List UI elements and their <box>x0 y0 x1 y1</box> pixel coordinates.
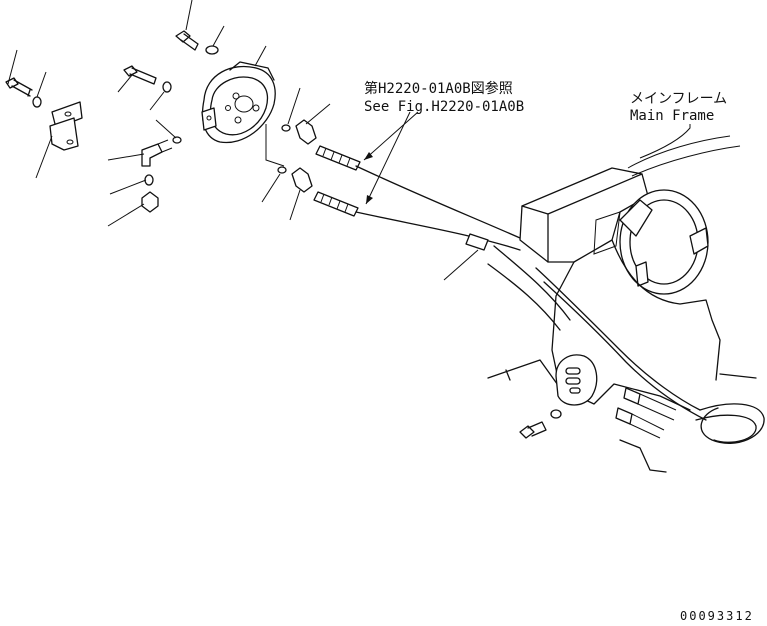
bracket-bolt <box>5 77 33 97</box>
leader-side-washer <box>149 91 165 111</box>
drawing-number: 00093312 <box>680 609 754 623</box>
hose-end-lower <box>313 191 359 217</box>
hose-lines <box>355 165 521 281</box>
leader-main-frame <box>639 124 691 159</box>
leader-o-ring-upper <box>287 87 301 125</box>
leader-cap-nut <box>107 203 145 227</box>
connector-lower <box>291 167 313 193</box>
leader-o-ring-left <box>155 119 177 139</box>
frame-washer <box>550 409 562 419</box>
reference-arrows <box>363 111 419 205</box>
cap-nut <box>141 191 159 213</box>
small-nut <box>144 174 154 186</box>
main-frame <box>487 135 765 473</box>
elbow-fitting <box>141 139 173 167</box>
leader-elbow <box>107 153 145 161</box>
o-ring-upper <box>281 124 291 132</box>
upper-washer <box>205 45 219 55</box>
reference-note-jp: 第H2220-01A0B図参照 <box>364 80 513 97</box>
connector-upper <box>295 119 317 145</box>
leader-housing <box>254 45 267 67</box>
reference-note-en: See Fig.H2220-01A0B <box>364 99 524 115</box>
upper-bolt <box>175 30 199 51</box>
housing-wire <box>265 124 285 167</box>
main-frame-label-jp: メインフレーム <box>630 91 727 107</box>
leader-connector-lower <box>289 189 301 221</box>
leader-o-ring-lower <box>261 173 281 203</box>
side-washer <box>162 81 172 93</box>
leader-upper-washer <box>212 25 225 47</box>
junction-housing <box>201 61 276 144</box>
mounting-bracket <box>49 101 83 151</box>
leader-side-bolt <box>117 74 133 93</box>
frame-bolt <box>519 421 547 439</box>
leader-connector-upper <box>305 103 331 125</box>
hose-end-upper <box>315 145 361 171</box>
o-ring-left <box>172 136 182 144</box>
bracket-washer <box>32 96 42 108</box>
o-ring-lower <box>277 166 287 174</box>
main-frame-label-en: Main Frame <box>630 108 714 124</box>
leader-upper-bolt <box>185 0 193 31</box>
side-bolt <box>123 65 157 85</box>
leader-small-nut <box>109 179 147 195</box>
leader-lines-left <box>7 49 53 179</box>
